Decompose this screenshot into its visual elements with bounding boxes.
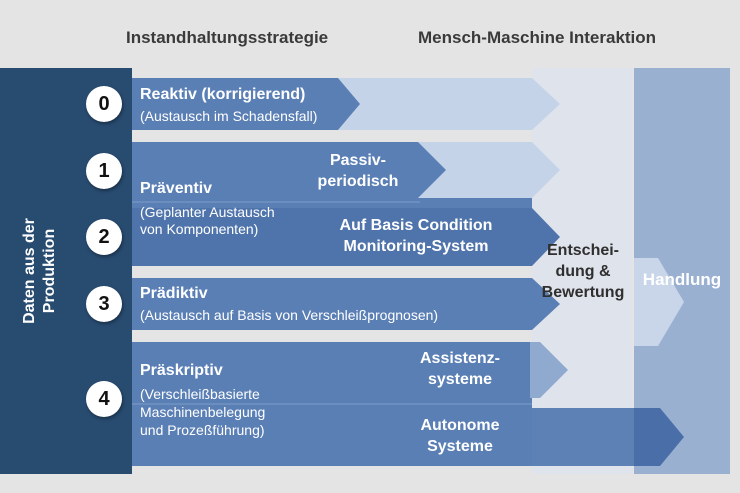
level-1-subtitle-1: (Geplanter Austausch [140,204,275,220]
action-label: Handlung [642,270,722,289]
level-4-subtitle-3: und Prozeßführung) [140,422,265,438]
level-0-main-arrow [132,78,360,130]
level-1-title: Präventiv [140,180,213,197]
level-2-cbm-label: Auf Basis Condition Monitoring-System [339,217,493,255]
level-3-subtitle: (Austausch auf Basis von Verschleißprogn… [140,307,439,323]
level-1-subtitle-2: von Komponenten) [140,221,259,237]
level-4-subtitle-1: (Verschleißbasierte [140,386,260,402]
level-number-0: 0 [86,86,122,122]
level-number-3: 3 [86,286,122,322]
level-number-4: 4 [86,381,122,417]
level-1-passive-arrow [132,142,446,198]
level-number-2: 2 [86,219,122,255]
level-3-arrow [132,278,560,330]
level-3-title: Prädiktiv [140,285,208,302]
action-arrow [634,258,684,346]
level-number-1: 1 [86,153,122,189]
level-4-assist-arrow [530,342,568,398]
header-strategy: Instandhaltungsstrategie [126,28,329,47]
level-0-subtitle: (Austausch im Schadensfall) [140,108,318,124]
level-2-cbm-arrow [132,208,560,266]
level-1-passive-label: Passiv- periodisch [317,152,399,190]
level-4-assist-label: Assistenz- systeme [419,350,501,388]
decision-label: Entschei- dung & Bewertung [541,242,625,301]
level-1-light-arrow [418,142,560,198]
level-4-subtitle-2: Maschinenbelegung [140,404,266,420]
level-4-title: Präskriptiv [140,362,223,379]
level-4-autonomous-label: Autonome Systeme [420,417,500,455]
header-interaction: Mensch-Maschine Interaktion [418,28,657,47]
level-0-title: Reaktiv (korrigierend) [140,86,306,103]
decision-zone [532,68,632,474]
